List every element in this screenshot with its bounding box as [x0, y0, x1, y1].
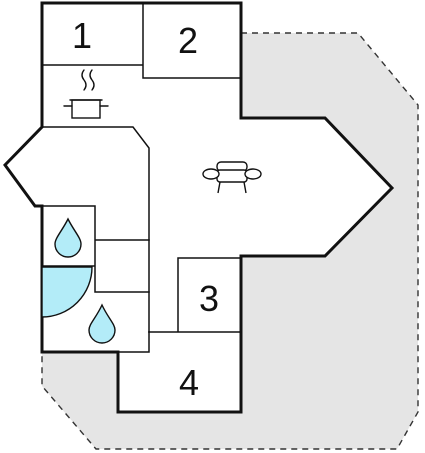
terrace-area — [42, 33, 418, 449]
sofa-icon — [202, 161, 262, 194]
terrace-outline — [41, 32, 419, 450]
room-label-1: 1 — [72, 15, 92, 56]
exterior-wall — [3, 1, 395, 414]
room-label-3: 3 — [199, 278, 219, 319]
wall-room-4 — [117, 331, 150, 353]
room-label-4: 4 — [179, 362, 199, 403]
cooking-pot-icon — [63, 69, 109, 119]
wall-room-3 — [148, 257, 242, 333]
shower-area — [41, 266, 93, 318]
water-drop-icon — [54, 217, 82, 258]
wall-bathroom — [41, 205, 150, 293]
room-label-2: 2 — [178, 20, 198, 61]
water-drop-icon — [88, 303, 116, 344]
wall-rooms-1-2 — [41, 2, 242, 79]
